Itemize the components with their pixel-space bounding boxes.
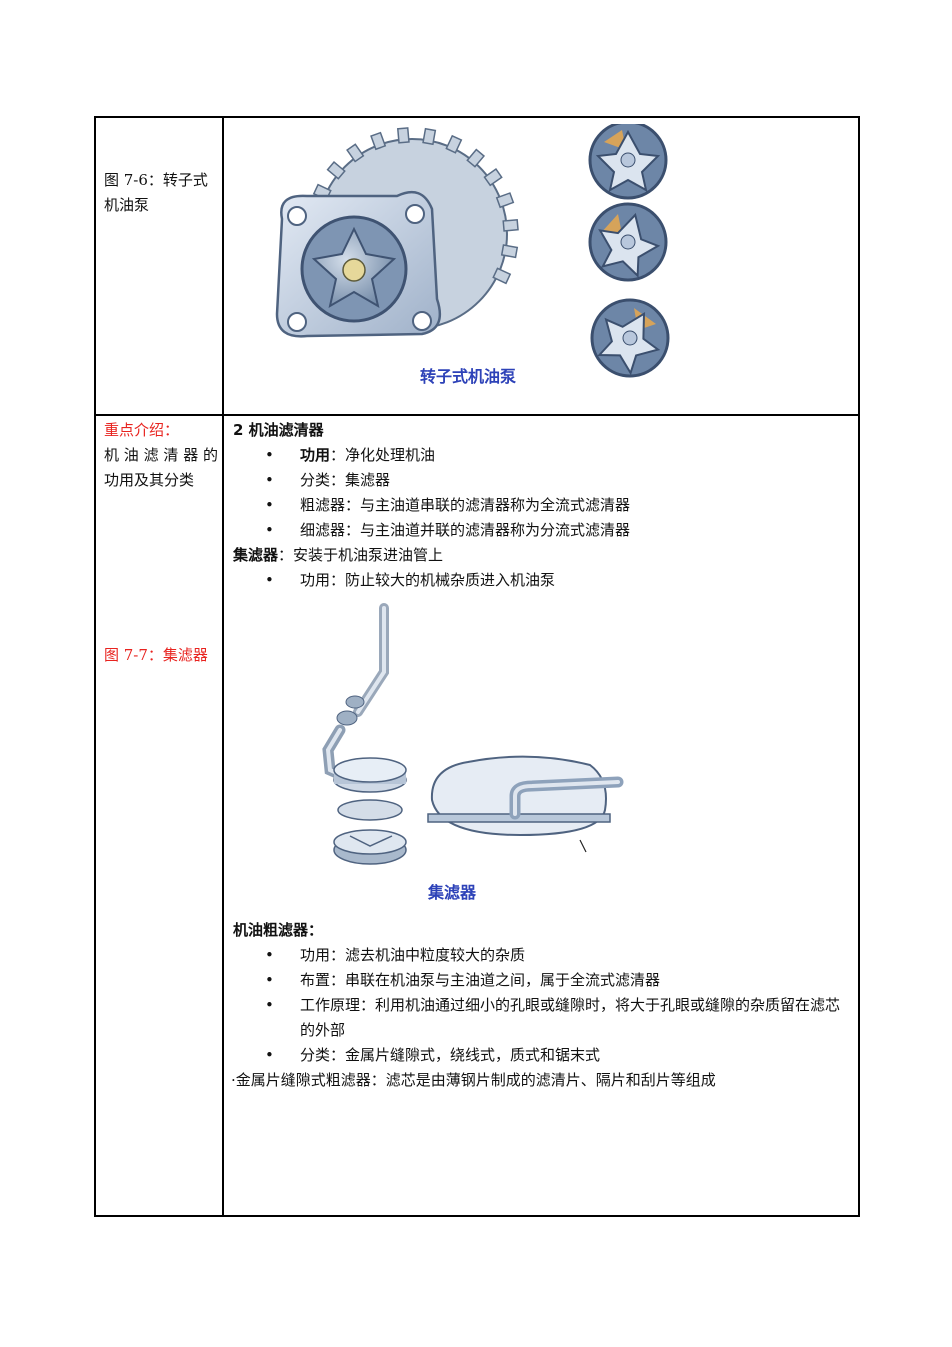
list-item: 分类：金属片缝隙式，绕线式，质式和锯末式 [233,1043,853,1068]
coarse-filter-heading: 机油粗滤器： [233,921,324,939]
strainer-list: 功用：防止较大的机械杂质进入机油泵 [233,568,853,593]
list-item: 粗滤器：与主油道串联的滤清器称为全流式滤清器 [233,493,853,518]
list-item: 功用：净化处理机油 [233,443,853,468]
oil-pump-figure-caption: 转子式机油泵 [420,367,516,386]
list-item: 分类：集滤器 [233,468,853,493]
filter-list: 功用：净化处理机油 分类：集滤器 粗滤器：与主油道串联的滤清器称为全流式滤清器 … [233,443,853,543]
column-divider [222,116,224,1217]
coarse-filter-section: 机油粗滤器： 功用：滤去机油中粒度较大的杂质 布置：串联在机油泵与主油道之间，属… [231,918,853,1093]
list-item: 布置：串联在机油泵与主油道之间，属于全流式滤清器 [233,968,853,993]
focus-label: 重点介绍： [104,421,180,439]
metal-filter-note: ·金属片缝隙式粗滤器：滤芯是由薄钢片制成的滤清片、隔片和刮片等组成 [231,1071,716,1089]
rotor-oil-pump-illustration: 转子式机油泵 [275,124,670,386]
coarse-filter-list: 功用：滤去机油中粒度较大的杂质 布置：串联在机油泵与主油道之间，属于全流式滤清器… [233,943,853,1068]
table-frame [94,116,860,1217]
left-intro-block: 重点介绍： 机油滤清器的 功用及其分类 [104,418,218,493]
strainer-line: 集滤器：安装于机油泵进油管上 [233,546,444,564]
filter-section: 2 机油滤清器 功用：净化处理机油 分类：集滤器 粗滤器：与主油道串联的滤清器称… [233,418,853,593]
filter-heading: 2 机油滤清器 [233,421,324,439]
oil-strainer-illustration: 集滤器 [322,603,624,902]
list-item: 功用：防止较大的机械杂质进入机油泵 [233,568,853,593]
focus-desc-line2: 功用及其分类 [104,471,195,489]
strainer-figure-caption: 集滤器 [427,883,477,902]
list-item: 细滤器：与主油道并联的滤清器称为分流式滤清器 [233,518,853,543]
row-divider [94,414,860,416]
focus-desc-line1: 机油滤清器的 [104,446,218,464]
figure-7-7-label: 图 7-7：集滤器 [104,646,208,664]
list-item: 工作原理：利用机油通过细小的孔眼或缝隙时，将大于孔眼或缝隙的杂质留在滤芯的外部 [233,993,853,1043]
list-item: 功用：滤去机油中粒度较大的杂质 [233,943,853,968]
figure-7-6-caption: 图 7-6：转子式机油泵 [104,171,208,214]
